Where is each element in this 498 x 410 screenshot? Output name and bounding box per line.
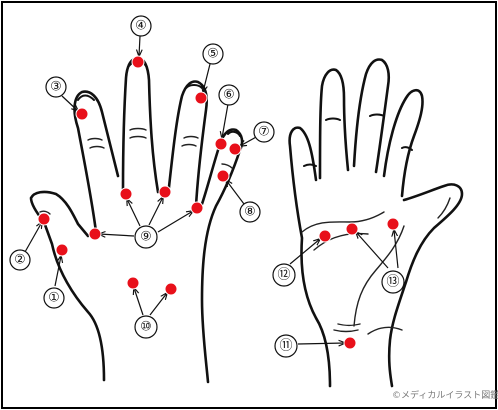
pointer-9c xyxy=(149,197,163,225)
point-7 xyxy=(229,143,241,155)
pointer-10b xyxy=(150,293,167,315)
label-10: ⑩ xyxy=(135,316,157,338)
label-3-text: ③ xyxy=(50,80,62,95)
point-11 xyxy=(344,337,356,349)
point-2 xyxy=(38,213,50,225)
right-hand-palm-illustration xyxy=(290,60,462,386)
point-9c xyxy=(159,186,171,198)
pointer-13a xyxy=(356,232,388,268)
label-2: ② xyxy=(10,250,30,270)
point-9a xyxy=(89,228,101,240)
pointer-9d xyxy=(158,211,193,232)
point-9b xyxy=(120,188,132,200)
pointer-9a xyxy=(99,234,134,236)
point-4 xyxy=(132,56,144,68)
label-4-text: ④ xyxy=(135,19,147,34)
point-12 xyxy=(319,230,331,242)
label-10-text: ⑩ xyxy=(140,320,152,335)
point-1 xyxy=(56,244,68,256)
label-12-text: ⑫ xyxy=(277,268,290,283)
label-11-text: ⑪ xyxy=(279,339,292,354)
point-10b xyxy=(165,283,177,295)
label-7-text: ⑦ xyxy=(258,125,270,140)
pointer-10a xyxy=(134,288,143,315)
label-1: ① xyxy=(44,288,64,308)
label-5: ⑤ xyxy=(203,44,223,64)
label-8-text: ⑧ xyxy=(244,205,256,220)
pointer-11 xyxy=(298,343,345,344)
point-13b xyxy=(387,218,399,230)
pointer-5 xyxy=(203,64,210,92)
label-11: ⑪ xyxy=(275,335,297,357)
pointer-12 xyxy=(290,239,320,264)
pointer-8 xyxy=(226,180,244,204)
point-13a xyxy=(346,223,358,235)
label-6: ⑥ xyxy=(219,85,239,105)
label-8: ⑧ xyxy=(240,202,260,222)
point-10a xyxy=(127,277,139,289)
point-8 xyxy=(217,170,229,182)
pointer-9b xyxy=(127,199,140,226)
label-5-text: ⑤ xyxy=(207,47,219,62)
label-12: ⑫ xyxy=(273,264,295,286)
point-5 xyxy=(195,92,207,104)
pointer-2 xyxy=(25,222,42,252)
point-9d xyxy=(191,202,203,214)
label-4: ④ xyxy=(131,16,151,36)
label-1-text: ① xyxy=(48,291,60,306)
label-9-text: ⑨ xyxy=(140,230,152,245)
label-9: ⑨ xyxy=(135,226,157,248)
copyright-credit: ©メディカルイラスト図鑑 xyxy=(392,389,498,401)
label-2-text: ② xyxy=(14,253,26,268)
pointer-13b xyxy=(394,230,398,268)
label-7: ⑦ xyxy=(254,122,274,142)
label-13-text: ⑬ xyxy=(386,275,399,290)
pointer-4 xyxy=(139,36,140,56)
point-3 xyxy=(76,108,88,120)
label-13: ⑬ xyxy=(382,271,404,293)
point-6 xyxy=(215,138,227,150)
label-3: ③ xyxy=(46,77,66,97)
label-6-text: ⑥ xyxy=(223,88,235,103)
